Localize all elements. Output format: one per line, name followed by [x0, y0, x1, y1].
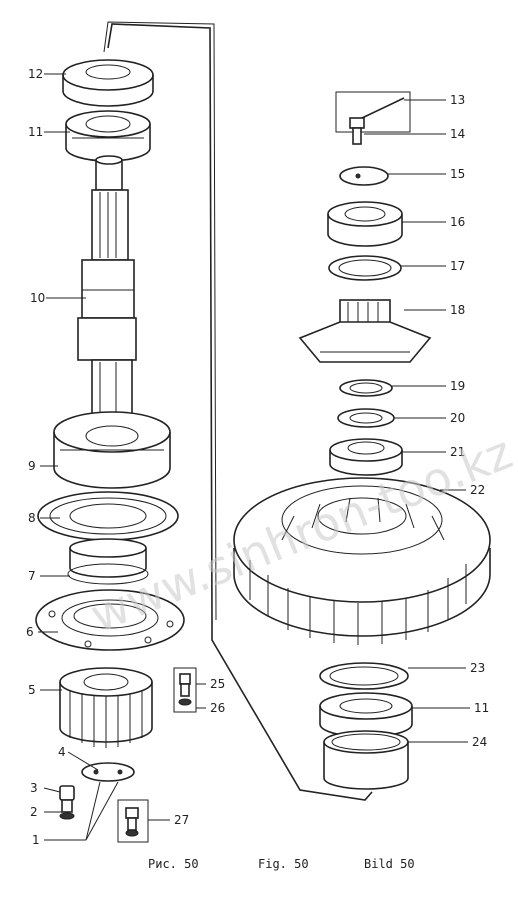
lock-plate-15	[339, 166, 389, 186]
callout-23: 23	[470, 661, 485, 675]
callout-12: 12	[28, 67, 43, 81]
callout-15: 15	[450, 167, 465, 181]
caption-de: Bild 50	[364, 857, 415, 871]
callout-24: 24	[472, 735, 487, 749]
callout-17: 17	[450, 259, 465, 273]
assembly-connector-line	[107, 23, 373, 801]
bolt-2-3	[59, 785, 75, 820]
callout-1: 1	[32, 833, 40, 847]
callout-6: 6	[26, 625, 34, 639]
callout-2: 2	[30, 805, 38, 819]
callout-3: 3	[30, 781, 38, 795]
callout-9: 9	[28, 459, 36, 473]
callout-26: 26	[210, 701, 225, 715]
sleeve-24	[323, 730, 409, 790]
callout-5: 5	[28, 683, 36, 697]
callout-10: 10	[30, 291, 45, 305]
washer-plate-4	[81, 762, 135, 782]
callout-18: 18	[450, 303, 465, 317]
callout-20: 20	[450, 411, 465, 425]
callout-25: 25	[210, 677, 225, 691]
callout-7: 7	[28, 569, 36, 583]
pin-and-bolt-13-14	[335, 91, 411, 145]
seal-ring-12	[62, 59, 154, 107]
bearing-16	[327, 201, 403, 247]
crown-gear-22	[233, 477, 491, 645]
caption-ru: Рис. 50	[148, 857, 199, 871]
bearing-9	[53, 411, 171, 489]
bolt-25-26	[173, 667, 197, 713]
bearing-11-top	[65, 110, 151, 162]
callout-16: 16	[450, 215, 465, 229]
bevel-pinion-18	[298, 299, 432, 363]
hub-21	[329, 438, 403, 476]
callout-22: 22	[470, 483, 485, 497]
bolt-27	[117, 799, 149, 843]
shaft-10	[77, 155, 137, 421]
callout-11-top: 11	[28, 125, 43, 139]
callout-4: 4	[58, 745, 66, 759]
callout-8: 8	[28, 511, 36, 525]
callout-19: 19	[450, 379, 465, 393]
callout-27: 27	[174, 813, 189, 827]
washer-20	[337, 408, 395, 428]
ring-19	[339, 379, 393, 397]
pinion-gear-5	[59, 667, 153, 748]
callout-13: 13	[450, 93, 465, 107]
seal-7	[67, 538, 149, 585]
callout-11-bottom: 11	[474, 701, 489, 715]
leader-3	[43, 787, 61, 793]
ring-17	[328, 255, 402, 281]
gasket-8	[37, 491, 179, 541]
leader-4	[67, 751, 99, 771]
ring-23	[319, 662, 409, 690]
callout-14: 14	[450, 127, 465, 141]
caption-en: Fig. 50	[258, 857, 309, 871]
callout-21: 21	[450, 445, 465, 459]
flange-6	[35, 589, 185, 651]
